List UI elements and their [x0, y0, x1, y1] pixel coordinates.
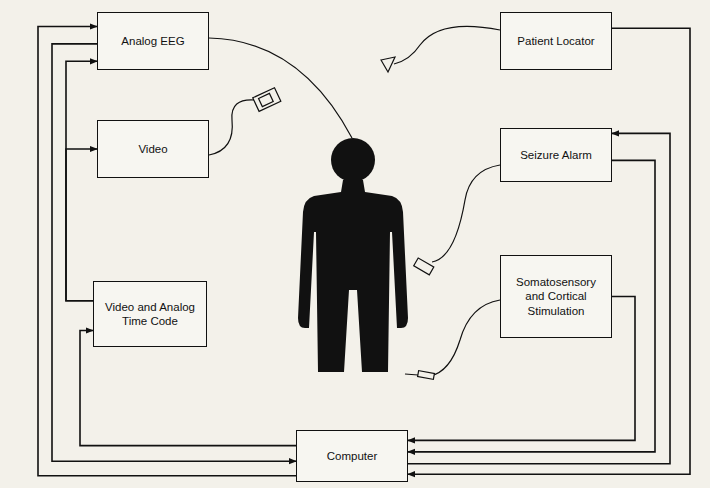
box-label: Video and Analog Time Code [100, 300, 200, 329]
signal-connector [80, 331, 296, 446]
device-box: Patient Locator [500, 12, 612, 70]
signal-connector [408, 28, 690, 474]
patient-silhouette [298, 180, 408, 372]
locator-lead [394, 26, 500, 64]
device-box: Video [97, 120, 209, 178]
box-label: Somatosensory and Cortical Stimulation [507, 275, 605, 318]
device-box: Analog EEG [97, 12, 209, 70]
signal-connector [66, 61, 97, 300]
computer-box: Computer [296, 430, 408, 482]
signal-connector [408, 160, 655, 451]
stimulation-lead [430, 300, 500, 376]
box-label: Seizure Alarm [520, 148, 592, 162]
box-label: Patient Locator [517, 34, 594, 48]
signal-connector [52, 44, 296, 461]
device-box: Seizure Alarm [500, 128, 612, 182]
patient-head [331, 138, 375, 182]
video-camera [253, 88, 281, 112]
signal-connector [66, 149, 97, 301]
stimulation-electrode [418, 371, 435, 380]
alarm-sensor [414, 258, 434, 275]
box-label: Analog EEG [121, 34, 184, 48]
alarm-lead [432, 165, 500, 262]
signal-connector [408, 133, 670, 463]
device-box: Somatosensory and Cortical Stimulation [500, 255, 612, 338]
device-box: Video and Analog Time Code [93, 281, 207, 347]
box-label: Video [138, 142, 167, 156]
box-label: Computer [327, 449, 378, 463]
camera-lead [209, 100, 255, 155]
eeg-lead [209, 38, 352, 138]
signal-connector [38, 27, 296, 476]
antenna-symbol [381, 57, 395, 72]
